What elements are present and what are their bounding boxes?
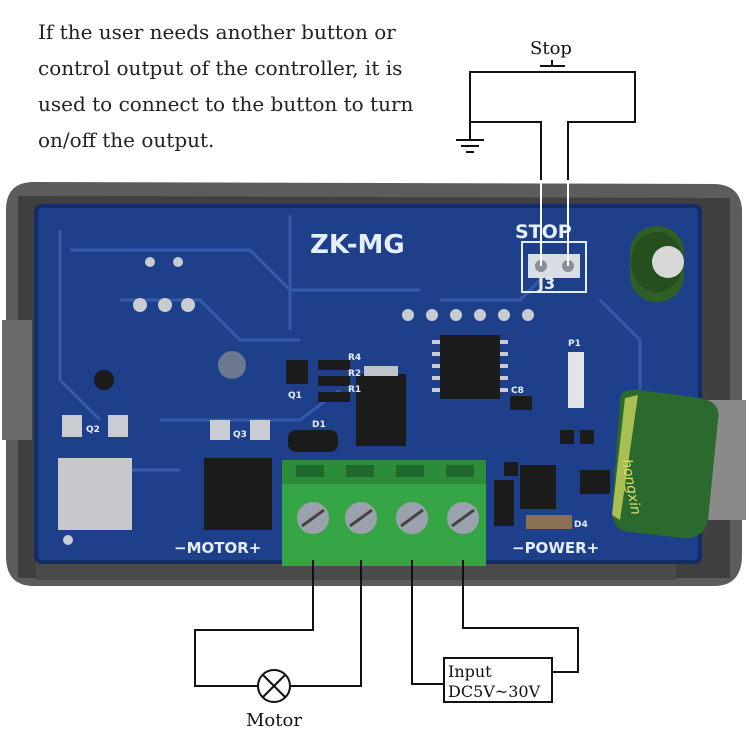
terminal-screw-1 (297, 502, 329, 534)
large-capacitor (612, 389, 719, 539)
terminal-screw-2 (345, 502, 377, 534)
r4-label: R4 (348, 353, 361, 363)
power-terminal-label: −POWER+ (512, 539, 599, 557)
q2-label: Q2 (86, 425, 100, 435)
small-capacitor (630, 226, 684, 302)
d4-label: D4 (574, 520, 588, 530)
input-voltage-label: DC5V~30V (448, 682, 541, 701)
push-switch-icon (540, 60, 565, 73)
board-model-label: ZK-MG (310, 230, 405, 260)
components (58, 335, 610, 530)
terminal-screw-4 (447, 502, 479, 534)
motor-wiring (194, 560, 362, 687)
input-box (443, 657, 553, 703)
lamp-icon (257, 669, 291, 703)
instruction-text: If the user needs another button or cont… (38, 20, 414, 152)
power-wiring (411, 560, 579, 685)
ground-icon (456, 132, 484, 153)
terminal-screw-3 (396, 502, 428, 534)
stop-connector-outline (521, 241, 587, 293)
motor-label: Motor (246, 710, 302, 731)
stop-connector-label: J3 (537, 274, 555, 293)
q1-label: Q1 (288, 391, 302, 401)
stop-switch-label: Stop (530, 38, 572, 59)
q3-label: Q3 (233, 430, 247, 440)
r1-label: R1 (348, 385, 361, 395)
stop-header-label: STOP (515, 221, 572, 243)
r2-label: R2 (348, 369, 361, 379)
input-label: Input (448, 662, 492, 681)
motor-terminal-label: −MOTOR+ (174, 539, 261, 557)
c8-label: C8 (511, 386, 524, 396)
d1-label: D1 (312, 420, 326, 430)
p1-label: P1 (568, 339, 581, 349)
stop-wiring (469, 71, 636, 266)
